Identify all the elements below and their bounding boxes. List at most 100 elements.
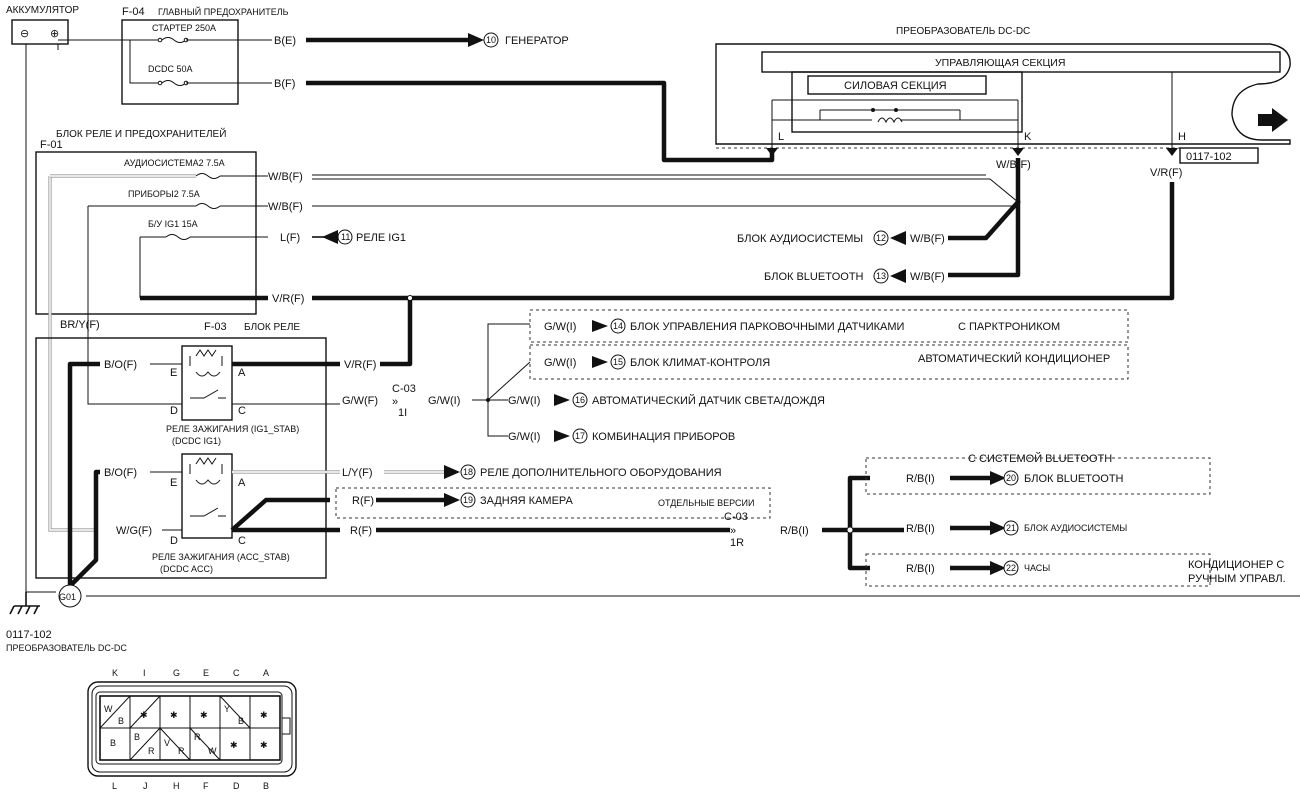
clock-arrow-icon xyxy=(990,561,1006,575)
converter-pin-l: L xyxy=(778,131,784,143)
relay1-out-label: V/R(F) xyxy=(344,359,376,371)
battery-minus-icon: ⊖ xyxy=(20,28,29,40)
f04-internal-wire xyxy=(129,39,160,84)
converter-wire-h: V/R(F) xyxy=(1150,167,1182,179)
f04-id: F-04 xyxy=(122,6,145,18)
relay2-ground-wire xyxy=(64,469,100,592)
converter-code-box xyxy=(1179,147,1259,164)
relay2-name2: (DCDC ACC) xyxy=(160,564,213,574)
audio-unit-ref-circle xyxy=(873,230,889,246)
cell-0: W xyxy=(104,704,113,714)
camera-label: ЗАДНЯЯ КАМЕРА xyxy=(480,495,574,507)
gen-arrow-icon xyxy=(468,33,484,47)
pin-k-top: K xyxy=(112,668,118,678)
f01-wire3: L(F) xyxy=(280,232,300,244)
bt2-ref-circle xyxy=(1003,470,1019,486)
connector-shell xyxy=(87,681,297,777)
cell-14: W xyxy=(208,746,217,756)
camera-ref-circle xyxy=(460,492,476,508)
bt2-num: 20 xyxy=(1006,473,1016,483)
parking-label: БЛОК УПРАВЛЕНИЯ ПАРКОВОЧНЫМИ ДАТЧИКАМИ xyxy=(630,321,904,333)
k-main-wire xyxy=(948,158,1021,278)
relay-ig1-arrow-icon xyxy=(322,230,338,244)
relay-ig1-label: РЕЛЕ IG1 xyxy=(356,232,406,244)
fuse-starter-label: СТАРТЕР 250A xyxy=(152,23,216,33)
connector-top-pins: K I G E C A xyxy=(112,668,269,678)
fuse-ig1-label: Б/У IG1 15A xyxy=(148,219,198,229)
parking-opt: С ПАРКТРОНИКОМ xyxy=(958,321,1060,333)
continue-arrow-icon xyxy=(1258,108,1288,132)
rainlight-num: 16 xyxy=(575,395,585,405)
converter-outline xyxy=(715,43,1291,145)
connector-bottom-pins: L J H F D B xyxy=(112,781,269,791)
dcdc-wire-label: B(F) xyxy=(274,78,295,90)
audio2-num: 21 xyxy=(1006,523,1016,533)
cell-6: B xyxy=(238,716,244,726)
converter-pin-h: H xyxy=(1178,131,1186,143)
parking-arrow-icon xyxy=(592,320,608,332)
pin-g-top: G xyxy=(173,668,180,678)
cell-10: R xyxy=(148,746,155,756)
clock-opt2: РУЧНЫМ УПРАВЛ. xyxy=(1188,573,1286,585)
cell-12: R xyxy=(194,732,201,742)
c03b-connector-icon: » xyxy=(730,525,736,537)
clock-opt1: КОНДИЦИОНЕР С xyxy=(1188,559,1284,571)
pin-d-bottom: D xyxy=(233,781,240,791)
connector-k-arrow-icon xyxy=(1012,148,1024,156)
cluster-arrow-icon xyxy=(554,430,570,442)
relay1-box xyxy=(181,345,233,421)
inductor-icon xyxy=(877,117,903,124)
relay1-in-label: B/O(F) xyxy=(104,359,137,371)
relay2-coil-switch-icon xyxy=(189,457,226,517)
relay2-pin-c: C xyxy=(238,535,246,547)
parking-num: 14 xyxy=(613,321,623,331)
bt2-label: БЛОК BLUETOOTH xyxy=(1024,473,1124,485)
relay2-a-label: L/Y(F) xyxy=(342,467,373,479)
relay1-coil-switch-icon xyxy=(189,349,226,399)
clock-ref-circle xyxy=(1003,560,1019,576)
cell-8: B xyxy=(110,738,116,748)
climate-arrow-icon xyxy=(592,356,608,368)
bt-option-box xyxy=(865,457,1211,495)
gen-label: ГЕНЕРАТОР xyxy=(505,35,569,47)
c03b-wire: R/B(I) xyxy=(780,525,809,537)
f03-title: БЛОК РЕЛЕ xyxy=(244,322,300,333)
fuse-audio-label: АУДИОСИСТЕМА2 7.5A xyxy=(124,158,225,168)
ground-symbol-icon xyxy=(9,592,40,615)
fuse-starter-icon xyxy=(161,37,187,43)
camera-wire-label: R(F) xyxy=(352,495,374,507)
f01-id: F-01 xyxy=(40,139,63,151)
parking-option-box xyxy=(529,309,1129,343)
bt-unit-label: БЛОК BLUETOOTH xyxy=(764,271,864,283)
pin-l-bottom: L xyxy=(112,781,117,791)
audio-unit-label: БЛОК АУДИОСИСТЕМЫ xyxy=(737,233,863,245)
h-main-wire xyxy=(410,182,1175,301)
f04-box xyxy=(121,19,239,105)
audio-unit-wire: W/B(F) xyxy=(910,233,945,245)
rainlight-arrow-icon xyxy=(554,394,570,406)
relay2-in-label: B/O(F) xyxy=(104,467,137,479)
ground-bus xyxy=(26,591,1300,597)
bry-bus xyxy=(48,176,96,532)
battery-box xyxy=(11,19,69,45)
pin-a-top: A xyxy=(263,668,269,678)
relay2-name1: РЕЛЕ ЗАЖИГАНИЯ (ACC_STAB) xyxy=(152,552,290,562)
parking-wire: G/W(I) xyxy=(544,321,576,333)
camera-num: 19 xyxy=(463,495,473,505)
converter-pin-k: K xyxy=(1024,131,1032,143)
cell-9: B xyxy=(134,732,140,742)
clock-option-box xyxy=(865,553,1211,587)
cell-4: ✱ xyxy=(200,710,208,720)
cluster-wire: G/W(I) xyxy=(508,431,540,443)
cell-15: ✱ xyxy=(230,740,238,750)
relay-ig1-ref-circle xyxy=(337,229,353,245)
pin-e-top: E xyxy=(203,668,209,678)
pin-h-bottom: H xyxy=(173,781,180,791)
rb-distribution-wire xyxy=(822,475,904,571)
fuse-instr-icon xyxy=(195,203,221,209)
power-section-outer xyxy=(791,71,1023,133)
f03-id: F-03 xyxy=(204,321,227,333)
relay1-pin-a: A xyxy=(238,367,246,379)
f03-box xyxy=(35,337,327,579)
bt-unit-arrow-icon xyxy=(890,269,906,283)
